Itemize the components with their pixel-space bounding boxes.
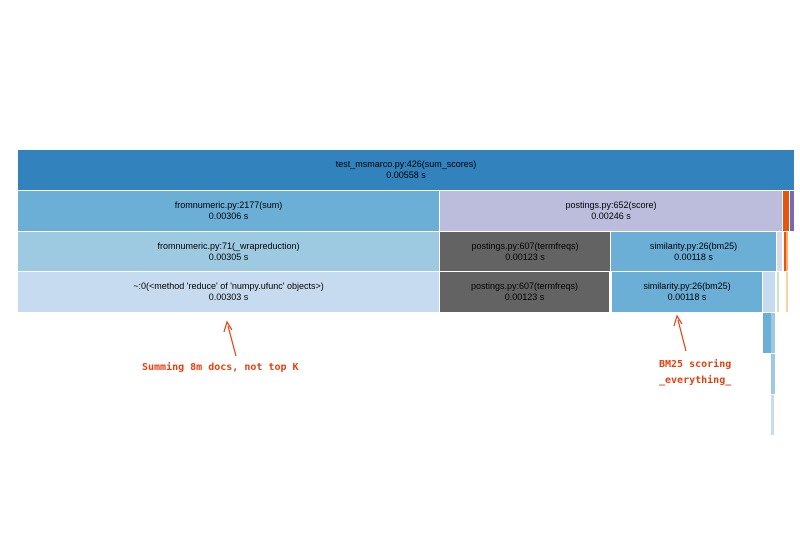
frame-label: postings.py:652(score) [565, 200, 657, 210]
frame-label: postings.py:607(termfreqs) [470, 281, 579, 291]
annotation-line: _everything_ [659, 375, 732, 386]
frame-bm25[interactable]: similarity.py:26(bm25) 0.00118 s [612, 272, 763, 312]
arrow-head [223, 320, 233, 333]
frame-time: 0.00123 s [504, 292, 545, 302]
frame-time: 0.00306 s [208, 211, 249, 221]
frame-small-lightblue[interactable] [763, 272, 775, 312]
frame-deep-1[interactable] [763, 313, 771, 353]
arrow-head [673, 314, 683, 327]
frame-label: postings.py:607(termfreqs) [471, 240, 579, 251]
annotation-bm25: BM25 scoring _everything_ [659, 357, 731, 389]
frame-label: fromnumeric.py:71(_wrapreduction) [157, 240, 300, 251]
frame-termfreqs[interactable]: postings.py:607(termfreqs) 0.00123 s [440, 272, 610, 312]
frame-small-purple[interactable] [790, 191, 794, 231]
frame-label: test_msmarco.py:426(sum_scores) [335, 159, 477, 169]
frame-postings-score[interactable]: postings.py:652(score) 0.00246 s [440, 191, 783, 231]
frame-time: 0.00118 s [674, 251, 713, 262]
frame-small-lavender[interactable] [777, 232, 782, 271]
frame-termfreqs[interactable]: postings.py:607(termfreqs) 0.00123 s [440, 232, 611, 271]
frame-deep-4[interactable] [771, 395, 774, 435]
frame-bm25[interactable]: similarity.py:26(bm25) 0.00118 s [611, 232, 777, 271]
annotation-line: BM25 scoring [659, 359, 732, 370]
frame-fromnumeric-sum[interactable]: fromnumeric.py:2177(sum) 0.00306 s [18, 191, 440, 231]
frame-small-orange[interactable] [783, 191, 790, 231]
frame-time: 0.00305 s [208, 251, 249, 262]
frame-deep-3[interactable] [771, 354, 775, 394]
frame-small-orange-light[interactable] [786, 232, 788, 271]
frame-ufunc-reduce[interactable]: ~:0(<method 'reduce' of 'numpy.ufunc' ob… [18, 272, 440, 312]
arrow-line [677, 319, 687, 352]
frame-wrapreduction[interactable]: fromnumeric.py:71(_wrapreduction) 0.0030… [18, 232, 440, 271]
frame-label: similarity.py:26(bm25) [649, 240, 738, 251]
frame-time: 0.00118 s [667, 292, 707, 302]
frame-sum-scores[interactable]: test_msmarco.py:426(sum_scores) 0.00558 … [18, 150, 795, 190]
frame-time: 0.00123 s [505, 251, 545, 262]
annotation-line: Summing 8m docs, not top K [142, 362, 299, 373]
frame-small-green[interactable] [777, 272, 779, 312]
frame-time: 0.00303 s [208, 292, 249, 302]
frame-label: fromnumeric.py:2177(sum) [174, 200, 283, 210]
frame-deep-2[interactable] [771, 313, 775, 353]
annotation-summing: Summing 8m docs, not top K [142, 360, 299, 376]
frame-label: similarity.py:26(bm25) [643, 281, 731, 291]
frame-small-orange-thin[interactable] [784, 232, 786, 271]
arrow-line [227, 325, 237, 357]
frame-time: 0.00246 s [591, 211, 631, 221]
frame-small-tan[interactable] [786, 272, 788, 312]
frame-time: 0.00558 s [386, 170, 426, 180]
frame-label: ~:0(<method 'reduce' of 'numpy.ufunc' ob… [133, 281, 324, 291]
